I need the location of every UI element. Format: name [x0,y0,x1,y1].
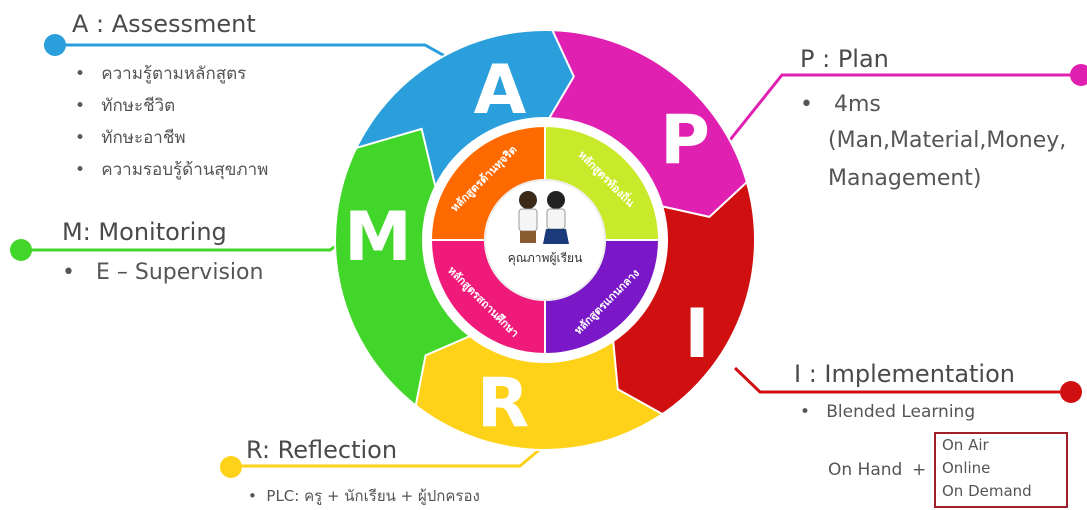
reflection-item-text: PLC: ครู + นักเรียน + ผู้ปกครอง [266,487,480,505]
implementation-connector [733,366,1068,394]
plan-detail-2: Management) [828,166,982,191]
letter-i: I [684,295,709,374]
assessment-bullet-2: • ทักษะชีวิต [75,92,175,119]
reflection-title: R: Reflection [246,436,398,464]
letter-m: M [344,198,412,277]
reflection-dot [220,456,242,478]
plan-connector [728,73,1076,141]
monitoring-item: • E – Supervision [62,260,263,285]
plan-item: • 4ms [800,92,881,117]
monitoring-title: M: Monitoring [62,218,227,246]
monitoring-item-text: E – Supervision [95,260,264,285]
assessment-bullet-1: • ความรู้ตามหลักสูตร [75,60,246,87]
on-hand-label: On Hand [828,460,903,480]
monitoring-dot [10,239,32,261]
plan-title: P : Plan [800,45,889,73]
implementation-title: I : Implementation [794,360,1015,388]
mode-on-demand: On Demand [942,482,1032,500]
students-icon [518,191,569,244]
reflection-item: • PLC: ครู + นักเรียน + ผู้ปกครอง [248,484,480,508]
implementation-item-text: Blended Learning [826,402,976,422]
implementation-dot [1060,381,1082,403]
plan-item-text: 4ms [833,92,881,117]
mode-online: Online [942,459,991,477]
assessment-bullet-4: • ความรอบรู้ด้านสุขภาพ [75,156,268,183]
bullet: • [62,260,75,285]
implementation-item: • Blended Learning [800,402,975,422]
bullet: • [800,92,813,117]
letter-r: R [477,364,529,443]
bullet: • [248,487,257,505]
plan-detail-1: (Man,Material,Money, [828,128,1067,153]
delivery-modes-box [934,432,1068,508]
inner-ring: หลักสูตรต้านทุจริตหลักสูตรท้องถิ่นหลักสู… [429,124,661,356]
monitoring-segment [334,127,472,408]
letter-a: A [474,51,527,130]
letter-p: P [660,101,710,180]
plus-sign: + [912,460,927,480]
reflection-connector [232,443,546,468]
plan-dot [1070,64,1087,86]
assessment-title: A : Assessment [72,10,256,38]
mode-on-air: On Air [942,436,989,454]
assessment-item-2: ทักษะชีวิต [101,96,176,116]
assessment-item-3: ทักษะอาชีพ [101,128,186,148]
outer-cycle-ring [334,29,756,451]
assessment-item-1: ความรู้ตามหลักสูตร [101,64,247,84]
bullet: • [75,160,86,180]
bullet: • [75,96,86,116]
assessment-item-4: ความรอบรู้ด้านสุขภาพ [101,160,269,180]
bullet: • [800,402,811,422]
bullet: • [75,128,86,148]
bullet: • [75,64,86,84]
assessment-dot [44,34,66,56]
assessment-bullet-3: • ทักษะอาชีพ [75,124,186,151]
center-label: คุณภาพผู้เรียน [508,251,583,266]
